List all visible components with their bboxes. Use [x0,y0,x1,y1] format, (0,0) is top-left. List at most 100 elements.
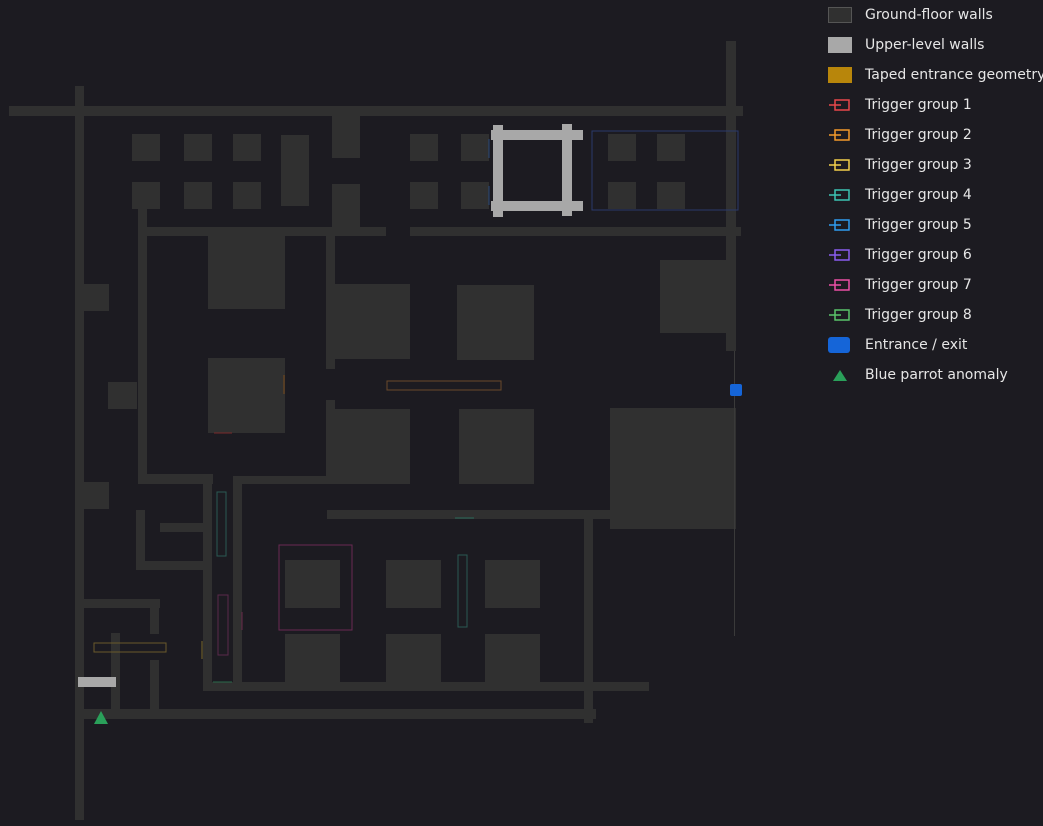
entrance-exit-swatch-icon [828,337,852,353]
legend-label: Trigger group 5 [865,217,972,233]
block [660,260,727,333]
legend-label: Trigger group 2 [865,127,972,143]
pillar [461,134,489,161]
legend-label: Trigger group 1 [865,97,972,113]
trigger-zone-5 [591,130,739,211]
trigger-swatch-icon [829,129,850,141]
legend-item-trigger-group-1: Trigger group 1 [828,90,1040,120]
entrance-exit-marker [730,384,742,396]
tape-zone [93,642,167,653]
legend-label: Entrance / exit [865,337,968,353]
wall-segment [138,227,386,236]
ground-floor-walls [9,41,743,820]
wall-segment [108,382,137,409]
ground-wall-swatch-icon [828,7,852,23]
floor-plan-map [9,41,743,820]
legend-item-blue-parrot-anomaly: Blue parrot anomaly [828,360,1040,390]
trigger-zone-4 [216,491,227,557]
trigger-swatch-icon [829,99,850,111]
trigger-swatch-icon [829,219,850,231]
block [335,284,410,359]
pillar [184,182,212,209]
wall-segment [584,510,593,723]
legend-item-trigger-group-4: Trigger group 4 [828,180,1040,210]
upper-wall-swatch-icon [828,37,852,53]
legend-item-trigger-group-5: Trigger group 5 [828,210,1040,240]
block [208,236,285,309]
wall-segment [84,709,596,719]
wall-segment [326,236,335,369]
wall-segment [160,523,206,532]
wall-segment [726,41,736,351]
block [335,409,410,484]
pillar [332,184,360,227]
pillar [184,134,212,161]
block [208,358,285,433]
trigger-swatch-icon [829,249,850,261]
anomaly-triangle-icon [833,370,847,381]
wall-segment [84,284,109,311]
wall-segment [410,227,741,236]
wall-segment [203,474,212,690]
wall-segment [84,599,160,608]
legend-label: Upper-level walls [865,37,985,53]
wall-segment [84,482,109,509]
trigger-swatch-icon [829,189,850,201]
pillar [608,182,636,209]
pillar [657,182,685,209]
legend-label: Trigger group 7 [865,277,972,293]
wall-segment [327,510,617,519]
pillar [233,182,261,209]
wall-segment [150,660,159,718]
legend-label: Blue parrot anomaly [865,367,1008,383]
trigger-zone-7 [278,544,353,631]
trigger-swatch-icon [829,279,850,291]
legend-label: Trigger group 4 [865,187,972,203]
pillar [233,134,261,161]
upper-wall-segment [491,201,583,211]
legend-item-taped-entrance: Taped entrance geometry [828,60,1043,90]
block [610,408,736,529]
block [485,560,540,608]
wall-segment [233,476,410,484]
trigger-zone-4 [457,554,468,628]
block [285,634,340,691]
trigger-swatch-icon [829,159,850,171]
pillar [410,182,438,209]
wall-segment [138,208,147,478]
wall-segment [111,633,120,713]
legend-label: Trigger group 8 [865,307,972,323]
legend-item-trigger-group-6: Trigger group 6 [828,240,1040,270]
pillar [461,182,489,209]
pillar [132,182,160,209]
pillar [132,134,160,161]
legend-label: Ground-floor walls [865,7,993,23]
wall-segment [233,476,242,686]
block [485,634,540,691]
legend-item-entrance-exit: Entrance / exit [828,330,1040,360]
upper-wall-segment [491,130,583,140]
wall-segment [136,510,145,570]
tape-zone [386,380,502,391]
block [285,560,340,608]
block [457,285,534,360]
blue-parrot-anomaly-marker [94,711,108,724]
upper-level-walls [78,124,583,687]
trigger-zone-7 [217,594,229,656]
tape-swatch-icon [828,67,852,83]
legend-item-trigger-group-7: Trigger group 7 [828,270,1040,300]
legend-item-trigger-group-2: Trigger group 2 [828,120,1040,150]
legend-item-trigger-group-8: Trigger group 8 [828,300,1040,330]
pillar [608,134,636,161]
pillar [281,135,309,206]
legend-item-upper-level-walls: Upper-level walls [828,30,1040,60]
wall-segment [138,474,213,484]
legend-item-ground-floor-walls: Ground-floor walls [828,0,1040,30]
block [386,634,441,691]
pillar [410,134,438,161]
block [459,409,534,484]
boundary-line [734,351,735,636]
legend-label: Trigger group 3 [865,157,972,173]
wall-segment [75,86,84,820]
wall-segment [150,599,159,634]
